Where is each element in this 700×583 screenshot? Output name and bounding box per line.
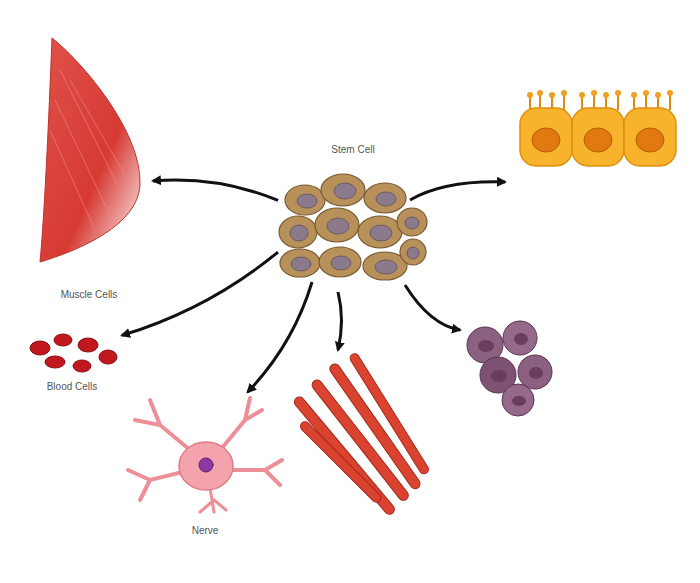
cell-label-row: Muscle Cells: [25, 289, 153, 300]
muscle-cell: [40, 38, 140, 262]
stem-cell-node: Stem Cell: [278, 142, 428, 282]
cell-label-row: Nerve: [120, 525, 290, 536]
blood-cell-node: Blood Cells: [22, 330, 122, 394]
stem-cell-cluster: [279, 174, 427, 280]
cell-label: Blood Cells: [45, 381, 100, 392]
muscle-fibers: [292, 352, 430, 516]
differentiation-arrow: [153, 180, 278, 200]
differentiation-arrow: [338, 182, 505, 350]
cell-label: Nerve: [190, 525, 221, 536]
muscle-cell-node: Muscle Cells: [25, 40, 153, 302]
epithelial-cells: [520, 90, 676, 166]
blood-cells: [30, 334, 117, 372]
cell-label-row: Stem Cell: [278, 144, 428, 155]
differentiation-arrow: [248, 282, 312, 392]
cell-label: Muscle Cells: [59, 289, 120, 300]
nerve-cell: [128, 398, 282, 512]
nerve-cell-node: Nerve: [120, 392, 290, 538]
cell-label: Stem Cell: [329, 144, 376, 155]
differentiation-arrow: [122, 252, 278, 335]
cell-label-row: Blood Cells: [22, 381, 122, 392]
purple-cells: [467, 321, 552, 416]
